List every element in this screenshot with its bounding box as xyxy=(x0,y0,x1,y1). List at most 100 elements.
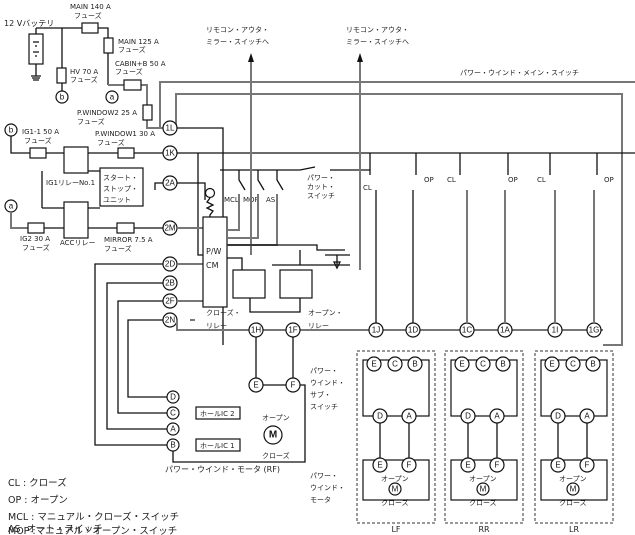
wire xyxy=(108,84,170,129)
pin-B xyxy=(585,356,601,372)
wire xyxy=(177,127,635,345)
start-stop-line2: ストップ・ xyxy=(103,185,138,193)
fuse-pwindow2-sub: フューズ xyxy=(77,117,105,126)
motor-label-3: モータ xyxy=(310,495,331,504)
fuse-main125-sub: フューズ xyxy=(118,45,146,54)
door-name-label: LR xyxy=(569,525,579,534)
connector-label: 1A xyxy=(500,326,510,335)
wire xyxy=(375,190,414,323)
legend-mcl: MCL : マニュアル・クローズ・スイッチ xyxy=(8,511,179,523)
pin-E xyxy=(460,457,476,473)
wire xyxy=(94,263,306,463)
wire xyxy=(250,62,361,270)
fuse-hv70-icon xyxy=(56,67,67,84)
connectors-left: 1L 1K 2A 2M 2D 2B 2F 2N xyxy=(162,120,178,328)
remote-mirror-1-line1: リモコン・アウタ・ xyxy=(206,25,269,34)
door-boundary xyxy=(356,350,436,524)
node-a-label: a xyxy=(110,93,115,102)
remote-mirror-2-line1: リモコン・アウタ・ xyxy=(346,25,409,34)
power-cut-label-3: スイッチ xyxy=(307,192,335,200)
node-b-label: b xyxy=(60,93,65,102)
wire xyxy=(159,81,635,128)
wire xyxy=(467,423,498,460)
node-a-label: a xyxy=(9,202,14,211)
pin-C xyxy=(475,356,491,372)
wire xyxy=(41,170,100,209)
fuse-main125-name: MAIN 125 A xyxy=(118,38,159,46)
battery-label: 12 Vバッテリ xyxy=(4,19,54,28)
indicator-lamp-icon xyxy=(204,187,216,199)
pin-E xyxy=(550,457,566,473)
connector-label: 2A xyxy=(165,179,175,188)
open-label: オープン xyxy=(262,414,290,422)
battery-icon xyxy=(28,33,44,65)
hall-ic-1 xyxy=(195,438,241,452)
pin-B xyxy=(407,356,423,372)
op-label: OP xyxy=(604,176,614,184)
open-relay-label-2: リレー xyxy=(308,322,329,330)
motor-label: M xyxy=(269,430,277,441)
pwcm-label-2: CM xyxy=(206,261,219,270)
fuse-ig2-icon xyxy=(27,222,45,234)
pin-C xyxy=(565,356,581,372)
pin-label: E xyxy=(459,360,464,369)
connector-label: 1K xyxy=(165,149,175,158)
start-stop-unit xyxy=(99,167,144,207)
acc-relay-icon xyxy=(63,201,89,239)
pin-label: E xyxy=(549,360,554,369)
wire xyxy=(557,423,588,460)
close-relay-label-1: クローズ・ xyxy=(206,308,241,317)
hall-ic-1-label: ホールIC 1 xyxy=(200,442,235,450)
motor-box xyxy=(450,459,518,501)
open-label: オープン xyxy=(381,475,409,483)
pin-label: D xyxy=(465,412,471,421)
fuse-pwindow1-name: P.WINDOW1 30 A xyxy=(95,130,155,138)
acc-relay-label: ACCリレー xyxy=(60,239,95,247)
pin-label: F xyxy=(291,381,296,390)
resistor-icon xyxy=(205,197,215,217)
connector-label: 2F xyxy=(165,297,174,306)
motor-icon xyxy=(263,425,283,445)
wire xyxy=(227,244,350,270)
ground-icon xyxy=(31,28,41,81)
open-relay-icon xyxy=(279,269,313,299)
op-label: OP xyxy=(508,176,518,184)
cl-label: CL xyxy=(537,176,546,184)
pin-label: F xyxy=(585,461,590,470)
connector-label: 2N xyxy=(165,316,175,325)
pin-B xyxy=(495,356,511,372)
fuse-ig1-sub: フューズ xyxy=(24,136,52,145)
wire xyxy=(255,337,294,386)
pin-label: C xyxy=(570,360,576,369)
remote-mirror-2-line2: ミラー・スイッチへ xyxy=(346,38,409,46)
legend-cl: CL : クローズ xyxy=(8,477,67,489)
fuse-pwindow2-name: P.WINDOW2 25 A xyxy=(77,109,137,117)
wire xyxy=(220,166,370,171)
sub-switch-label-1: パワー・ xyxy=(310,367,338,375)
connector-label: 1F xyxy=(288,326,297,335)
connector-label: 1H xyxy=(251,326,261,335)
node-b-label: b xyxy=(9,126,14,135)
pin-label: E xyxy=(555,461,560,470)
door-name-label: LF xyxy=(391,525,400,534)
arrow-up-icon xyxy=(248,53,254,62)
open-label: オープン xyxy=(469,475,497,483)
connector-label: 1D xyxy=(408,326,418,335)
fuse-pwindow1-icon xyxy=(117,147,135,159)
remote-mirror-1-line2: ミラー・スイッチへ xyxy=(206,38,269,46)
rf-motor-label: パワー・ウインド・モータ (RF) xyxy=(165,465,280,474)
pin-E xyxy=(366,356,382,372)
door-name-label: RR xyxy=(478,525,490,534)
pin-label: E xyxy=(465,461,470,470)
fuse-ig2-sub: フューズ xyxy=(22,243,50,252)
fuse-main140-name: MAIN 140 A xyxy=(70,3,111,11)
pin-label: D xyxy=(170,393,176,402)
ig1-relay-label: IG1リレーNo.1 xyxy=(46,179,95,187)
connector-label: 2B xyxy=(165,279,175,288)
arrow-up-icon xyxy=(357,53,363,62)
fuse-hv70-name: HV 70 A xyxy=(70,68,98,76)
connector-label: 1L xyxy=(166,124,175,133)
